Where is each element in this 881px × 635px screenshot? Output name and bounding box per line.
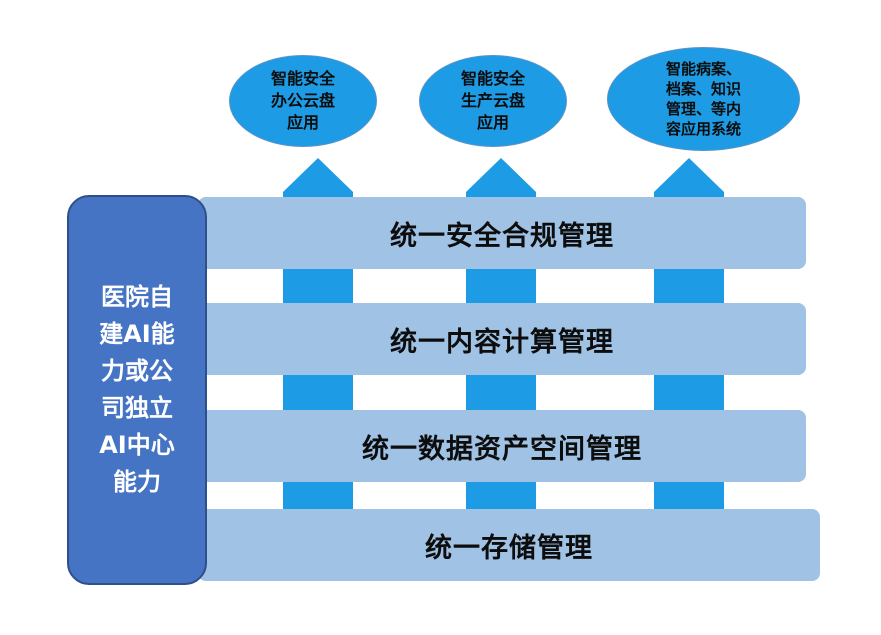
app-production-cloud-disk: 智能安全 生产云盘 应用 bbox=[419, 55, 567, 147]
layer-security-compliance: 统一安全合规管理 bbox=[198, 197, 806, 269]
pillar-2-arrow-head bbox=[466, 158, 536, 192]
pillar-3-arrow-head bbox=[654, 158, 724, 192]
app-office-cloud-disk: 智能安全 办公云盘 应用 bbox=[229, 55, 377, 147]
layer-storage: 统一存储管理 bbox=[198, 509, 820, 581]
ai-capability-box: 医院自 建AI能 力或公 司独立 AI中心 能力 bbox=[67, 195, 207, 585]
app-medical-record-system-label: 智能病案、 档案、知识 管理、等内 容应用系统 bbox=[665, 60, 741, 138]
ai-capability-label: 医院自 建AI能 力或公 司独立 AI中心 能力 bbox=[99, 283, 175, 496]
layer-content-compute: 统一内容计算管理 bbox=[198, 303, 806, 375]
layer-data-asset-space: 统一数据资产空间管理 bbox=[198, 410, 806, 482]
pillar-1-arrow-head bbox=[283, 158, 353, 192]
app-office-cloud-disk-label: 智能安全 办公云盘 应用 bbox=[270, 69, 335, 132]
app-medical-record-system: 智能病案、 档案、知识 管理、等内 容应用系统 bbox=[607, 47, 800, 151]
app-production-cloud-disk-label: 智能安全 生产云盘 应用 bbox=[460, 69, 525, 132]
